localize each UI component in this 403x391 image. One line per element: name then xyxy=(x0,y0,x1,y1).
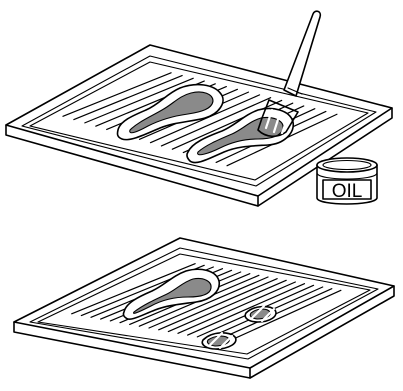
oil-jar: OIL xyxy=(317,158,377,204)
top-scene: OIL xyxy=(6,11,392,206)
oil-jar-label: OIL xyxy=(332,181,363,202)
bottom-oven-tray xyxy=(14,238,394,378)
bottom-scene xyxy=(14,238,394,378)
